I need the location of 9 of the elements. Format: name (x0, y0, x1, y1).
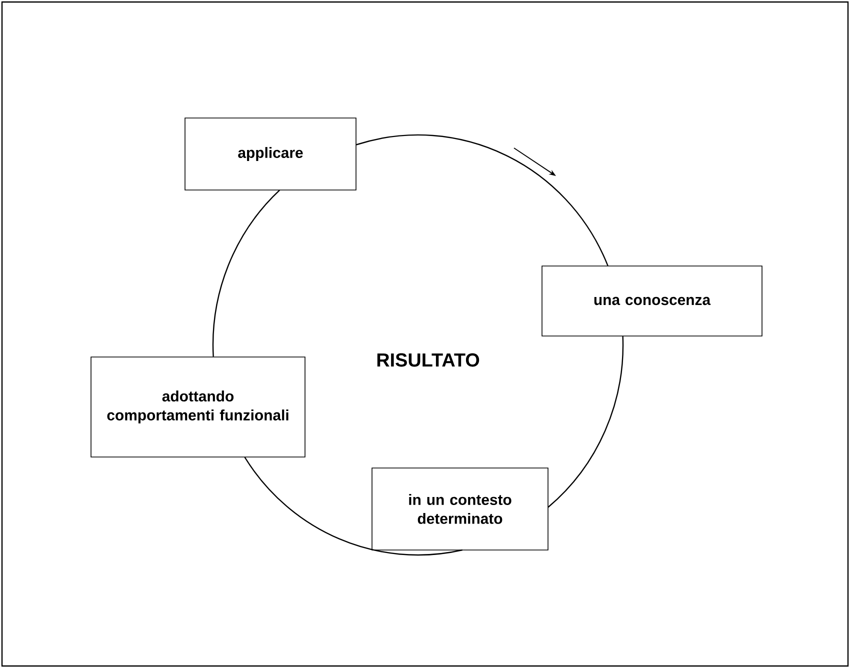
circle-arc (244, 456, 462, 556)
center-label: RISULTATO (377, 353, 480, 367)
text-box: una conoscenza (542, 266, 762, 336)
circle-arc (548, 336, 624, 508)
text-box: adottando comportamenti funzionali (90, 356, 306, 458)
text-box: in un contesto determinato (372, 468, 548, 550)
circle-arc (356, 134, 608, 266)
circle-arc (212, 190, 280, 357)
text-box: applicare (184, 118, 356, 190)
